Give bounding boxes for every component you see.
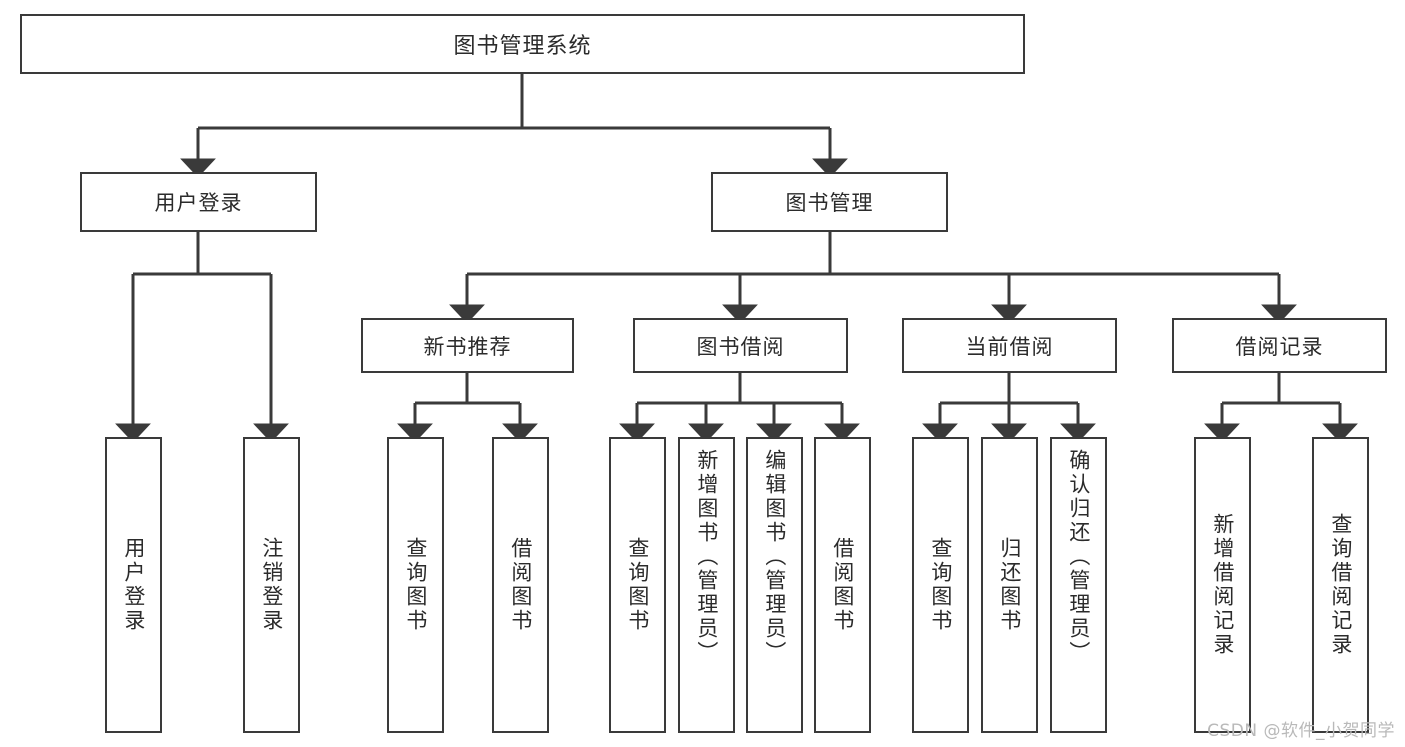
leaf-new-book-query-book[interactable]: 查询图书 [387, 437, 444, 733]
leaf-label: 借阅图书 [508, 537, 533, 633]
node-label: 图书借阅 [696, 334, 785, 359]
leaf-borrow-borrow-book[interactable]: 借阅图书 [814, 437, 871, 733]
node-user-login[interactable]: 用户登录 [80, 172, 317, 232]
leaf-label: 查询图书 [928, 537, 953, 633]
node-current-borrow[interactable]: 当前借阅 [902, 318, 1117, 373]
node-label: 图书管理 [785, 191, 874, 215]
leaf-user-login-login[interactable]: 用户登录 [105, 437, 162, 733]
leaf-label: 用户登录 [121, 537, 146, 633]
leaf-label: 注销登录 [259, 537, 284, 633]
leaf-label: 确认归还（管理员） [1066, 449, 1091, 665]
leaf-label: 查询图书 [625, 537, 650, 633]
leaf-record-query-record[interactable]: 查询借阅记录 [1312, 437, 1369, 733]
node-label: 借阅记录 [1235, 334, 1324, 359]
leaf-borrow-query-book[interactable]: 查询图书 [609, 437, 666, 733]
leaf-label: 新增图书（管理员） [694, 449, 719, 665]
leaf-label: 查询图书 [403, 537, 428, 633]
leaf-current-query-book[interactable]: 查询图书 [912, 437, 969, 733]
node-label: 新书推荐 [423, 334, 512, 359]
leaf-user-login-logout[interactable]: 注销登录 [243, 437, 300, 733]
node-label: 当前借阅 [965, 334, 1054, 359]
node-book-borrow[interactable]: 图书借阅 [633, 318, 848, 373]
leaf-borrow-add-book-admin[interactable]: 新增图书（管理员） [678, 437, 735, 733]
node-label: 用户登录 [154, 191, 243, 215]
node-label: 图书管理系统 [453, 34, 592, 59]
node-book-management[interactable]: 图书管理 [711, 172, 948, 232]
leaf-current-confirm-return-admin[interactable]: 确认归还（管理员） [1050, 437, 1107, 733]
node-new-book-recommend[interactable]: 新书推荐 [361, 318, 574, 373]
leaf-label: 新增借阅记录 [1210, 513, 1235, 657]
leaf-record-add-record[interactable]: 新增借阅记录 [1194, 437, 1251, 733]
leaf-current-return-book[interactable]: 归还图书 [981, 437, 1038, 733]
node-borrow-record[interactable]: 借阅记录 [1172, 318, 1387, 373]
node-root-book-management-system[interactable]: 图书管理系统 [20, 14, 1025, 74]
leaf-label: 归还图书 [997, 537, 1022, 633]
leaf-label: 编辑图书（管理员） [762, 449, 787, 665]
leaf-new-book-borrow-book[interactable]: 借阅图书 [492, 437, 549, 733]
leaf-label: 查询借阅记录 [1328, 513, 1353, 657]
leaf-label: 借阅图书 [830, 537, 855, 633]
leaf-borrow-edit-book-admin[interactable]: 编辑图书（管理员） [746, 437, 803, 733]
watermark-text: CSDN @软件_小贺同学 [1207, 721, 1395, 741]
